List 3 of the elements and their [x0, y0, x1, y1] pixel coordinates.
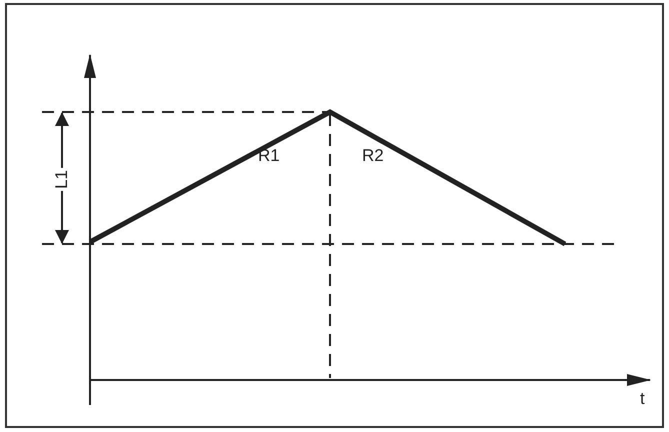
curve-label: R2 — [362, 147, 384, 164]
axis-label: t — [640, 390, 645, 407]
dimension-label: L1 — [53, 168, 70, 191]
